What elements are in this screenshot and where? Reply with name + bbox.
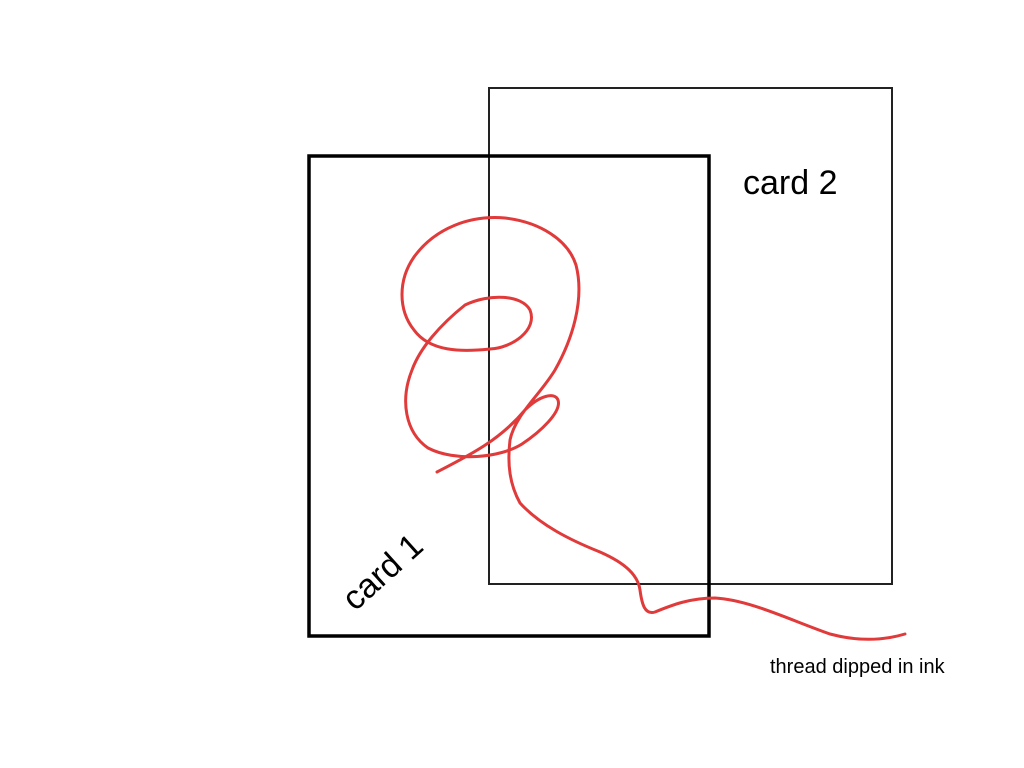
card-1-outline [307,154,711,638]
ink-thread [400,216,907,641]
card-1-label: card 1 [335,526,431,617]
thread-caption: thread dipped in ink [770,656,946,678]
card-2-label: card 2 [743,164,838,202]
card-2-outline [488,87,893,585]
